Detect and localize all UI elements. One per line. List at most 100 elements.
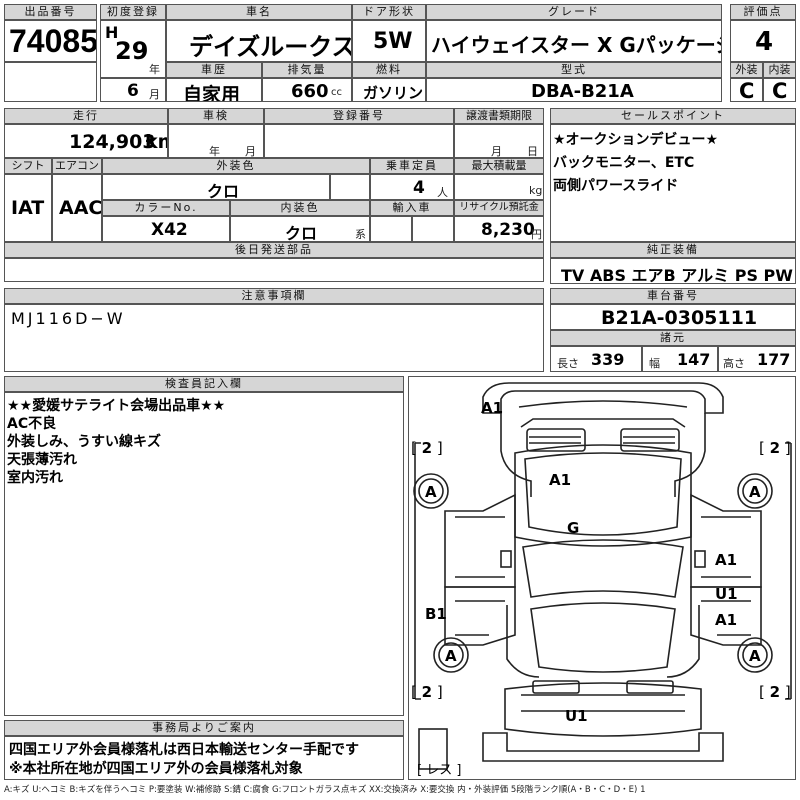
model-name-header: 車名 (166, 4, 352, 20)
chassis-header: 車台番号 (550, 288, 796, 304)
transfer-month-unit: 月 (491, 145, 502, 158)
first-registration-header: 初度登録 (100, 4, 166, 20)
sales-point: 両側パワースライド (553, 178, 679, 194)
sales-point: ★オークションデビュー★ (553, 132, 719, 148)
corner-bl: [ 2 ] (411, 683, 443, 701)
displacement-unit: cc (331, 87, 342, 98)
mark-top-left: A1 (481, 399, 504, 417)
grade-cell: ハイウェイスター X Gパッケージ (426, 20, 722, 62)
mark-roof: A1 (549, 471, 572, 489)
notes: MJ116D−W (11, 309, 126, 328)
options-header: 純正装備 (550, 242, 796, 258)
inspection-cell: 年 月 (168, 124, 264, 158)
mark-wheel-rr: A (749, 647, 761, 665)
score-header: 評価点 (730, 4, 796, 20)
transfer-deadline-header: 譲渡書類期限 (454, 108, 544, 124)
grade-header: グレード (426, 4, 722, 20)
width-label: 幅 (649, 357, 660, 370)
fuel-header: 燃料 (352, 62, 426, 78)
inspector-comment: AC不良 (7, 416, 57, 432)
recycle: 8,230 (481, 220, 535, 240)
width: 147 (677, 350, 711, 369)
interior-color-cell: クロ 系 (230, 216, 370, 242)
score: 4 (755, 27, 774, 57)
exterior-grade-cell: C (730, 78, 763, 102)
inspector-comment: 外装しみ、うすい線キズ (7, 434, 161, 450)
recycle-header: リサイクル預託金 (454, 200, 544, 216)
height-label: 高さ (723, 357, 745, 370)
mileage: 124,903 (69, 131, 156, 153)
notes-cell: MJ116D−W (4, 304, 544, 372)
inspector-comment: 天張薄汚れ (7, 452, 77, 468)
color-no: X42 (151, 220, 188, 240)
mark-right-mid-2: U1 (715, 585, 738, 603)
shift-cell: IAT (4, 174, 52, 242)
mark-wheel-fr: A (749, 483, 761, 501)
office-header: 事務局よりご案内 (4, 720, 404, 736)
recycle-cell: 8,230 円 (454, 216, 544, 242)
lot-number-cell: 74085 (4, 20, 97, 62)
transfer-deadline-cell: 月 日 (454, 124, 544, 158)
mark-bottom: U1 (565, 707, 588, 725)
lot-number-header: 出品番号 (4, 4, 97, 20)
displacement: 660 (291, 81, 329, 102)
mark-left-mid: B1 (425, 605, 447, 623)
interior-grade-header: 内装 (763, 62, 796, 78)
office-box: 四国エリア外会員様落札は西日本輸送センター手配です ※本社所在地が四国エリア外の… (4, 736, 404, 780)
model-code-cell: DBA-B21A (426, 78, 722, 102)
exterior-color-header: 外装色 (102, 158, 370, 174)
import-cell-1 (370, 216, 412, 242)
later-parts-header: 後日発送部品 (4, 242, 544, 258)
model-name: デイズルークス (189, 33, 352, 61)
model-code: DBA-B21A (531, 81, 634, 102)
transfer-day-unit: 日 (527, 145, 538, 158)
lot-number-blank (4, 62, 97, 102)
capacity-cell: 4 人 (370, 174, 454, 200)
notes-header: 注意事項欄 (4, 288, 544, 304)
lot-number: 74085 (9, 23, 97, 59)
registration-month: 6 (127, 81, 139, 101)
exterior-color-extra (330, 174, 370, 200)
history-cell: 自家用 (166, 78, 262, 102)
exterior-grade: C (739, 79, 755, 102)
office-note: ※本社所在地が四国エリア外の会員様落札対象 (9, 761, 303, 777)
import-header: 輸入車 (370, 200, 454, 216)
inspection-year-unit: 年 (209, 145, 220, 158)
inspector-comment: ★★愛媛サテライト会場出品車★★ (7, 398, 226, 414)
max-load-header: 最大積載量 (454, 158, 544, 174)
length-cell: 長さ 339 (550, 346, 642, 372)
inspection-header: 車検 (168, 108, 264, 124)
door-type-cell: 5W (352, 20, 426, 62)
registration-number-header: 登録番号 (264, 108, 454, 124)
max-load-cell: kg (454, 174, 544, 200)
capacity: 4 (413, 178, 425, 198)
color-no-cell: X42 (102, 216, 230, 242)
mark-wheel-rl: A (445, 647, 457, 665)
shift: IAT (11, 197, 45, 219)
color-no-header: カラーNo. (102, 200, 230, 216)
inspector-comment: 室内汚れ (7, 470, 63, 486)
damage-diagram: A1 A1 G A1 U1 A1 B1 U1 A A A A [ 2 ] [ 2… (408, 376, 796, 780)
bottom-left-tag: [ レス ] (417, 763, 462, 778)
office-note: 四国エリア外会員様落札は西日本輸送センター手配です (9, 742, 359, 758)
interior-color-header: 内装色 (230, 200, 370, 216)
length-label: 長さ (557, 357, 579, 370)
mileage-unit: km (145, 131, 167, 153)
height-cell: 高さ 177 (718, 346, 796, 372)
exterior-grade-header: 外装 (730, 62, 763, 78)
fuel-cell: ガソリン (352, 78, 426, 102)
door-type-header: ドア形状 (352, 4, 426, 20)
inspector-box: ★★愛媛サテライト会場出品車★★ AC不良 外装しみ、うすい線キズ 天張薄汚れ … (4, 392, 404, 716)
mark-wheel-fl: A (425, 483, 437, 501)
length: 339 (591, 350, 625, 369)
corner-tr: [ 2 ] (759, 439, 791, 457)
specs-header: 諸元 (550, 330, 796, 346)
legend: A:キズ U:ヘコミ B:キズを伴うヘコミ P:要塗装 W:補修跡 S:錆 C:… (4, 785, 646, 795)
later-parts-cell (4, 258, 544, 282)
registration-year: 29 (115, 37, 149, 65)
options: TV ABS エアB アルミ PS PW (561, 266, 793, 284)
corner-br: [ 2 ] (759, 683, 791, 701)
interior-grade: C (772, 79, 788, 102)
sales-point: バックモニター、ETC (553, 155, 695, 171)
max-load-unit: kg (529, 184, 543, 197)
